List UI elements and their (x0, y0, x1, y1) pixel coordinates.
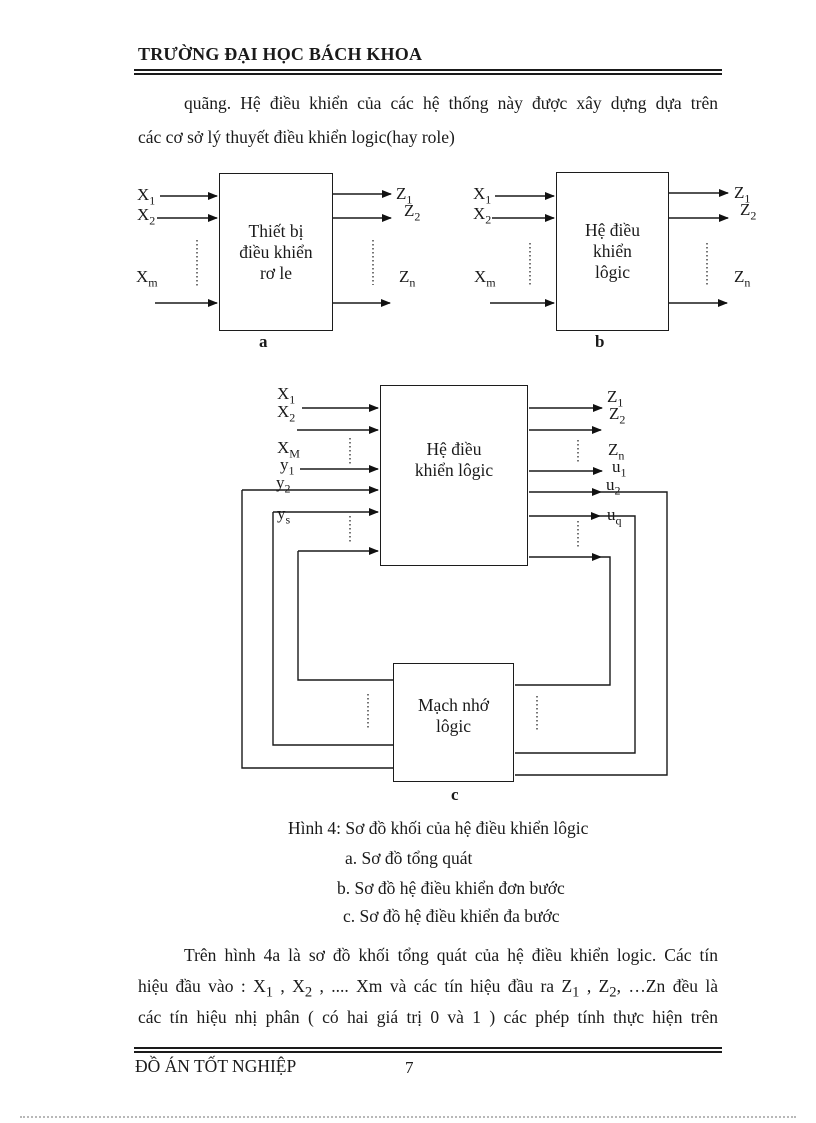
signal-label-z1: Z1 (396, 184, 413, 207)
box-text-line: Mạch nhớ (418, 694, 489, 715)
signal-label-z1: Z1 (734, 183, 751, 206)
box-text-line: Hệ điều (426, 438, 482, 459)
signal-label-xm: Xm (136, 267, 158, 290)
signal-label-zn: Zn (608, 440, 625, 463)
footer-label: ĐỒ ÁN TỐT NGHIỆP (135, 1056, 297, 1076)
signal-label-zn: Zn (734, 267, 751, 290)
signal-label-xm: Xm (474, 267, 496, 290)
signal-label-xM: XM (277, 438, 300, 461)
signal-label-y1: y1 (280, 455, 295, 478)
logic-controller-box: Hệ điều khiển lôgic (556, 172, 669, 331)
box-text-line: Thiết bị (248, 220, 304, 241)
box-text-line: khiển (593, 241, 632, 261)
intro-line-2: các cơ sở lý thuyết điều khiển logic(hay… (138, 127, 455, 147)
subfigure-label-c: c (451, 785, 459, 804)
box-text-line: khiển lôgic (414, 459, 494, 480)
signal-label-zn: Zn (399, 267, 416, 290)
box-text-line: lôgic (436, 715, 471, 736)
signal-label-x2: X2 (473, 204, 492, 227)
logic-memory-box: Mạch nhớ lôgic (393, 663, 514, 782)
signal-label-ys: ys (277, 504, 291, 527)
header-rule (134, 69, 722, 75)
page-header-title: TRƯỜNG ĐẠI HỌC BÁCH KHOA (138, 44, 423, 64)
box-text-line: rơ le (259, 262, 293, 283)
subfigure-label-a: a (259, 332, 268, 351)
signal-label-uq: uq (607, 505, 622, 528)
figure-caption-item-b: b. Sơ đồ hệ điều khiển đơn bước (337, 878, 565, 898)
body-line-2: hiệu đầu vào : X1 , X2 , .... Xm và các … (138, 976, 718, 1001)
box-text-line: Hệ điều (585, 220, 640, 240)
box-text-line: lôgic (595, 262, 630, 282)
figure-caption-item-c: c. Sơ đồ hệ điều khiển đa bước (343, 906, 560, 926)
intro-line-1: quãng. Hệ điều khiển của các hệ thống nà… (184, 93, 718, 113)
signal-label-y2: y2 (276, 473, 291, 496)
signal-label-z2: Z2 (740, 200, 757, 223)
body-line-3: các tín hiệu nhị phân ( có hai giá trị 0… (138, 1007, 718, 1027)
page-bottom-dotted-rule (20, 1116, 796, 1118)
signal-label-z2: Z2 (609, 404, 626, 427)
footer-rule (134, 1047, 722, 1053)
relay-controller-box: Thiết bị điều khiển rơ le (219, 173, 333, 331)
signal-label-x1: X1 (473, 184, 492, 207)
signal-label-x1: X1 (277, 384, 296, 407)
figure-caption-item-a: a. Sơ đồ tổng quát (345, 848, 473, 868)
page-number: 7 (405, 1058, 414, 1077)
signal-label-x2: X2 (137, 205, 156, 228)
signal-label-z2: Z2 (404, 201, 421, 224)
signal-label-x1: X1 (137, 185, 156, 208)
signal-label-x2: X2 (277, 402, 296, 425)
logic-controller-box-c: Hệ điều khiển lôgic (380, 385, 528, 566)
signal-label-u1: u1 (612, 457, 627, 480)
box-text-line: điều khiển (239, 241, 313, 262)
signal-label-z1: Z1 (607, 387, 624, 410)
signal-label-u2: u2 (606, 475, 621, 498)
figure-caption-title: Hình 4: Sơ đồ khối của hệ điều khiển lôg… (288, 818, 589, 838)
body-line-1: Trên hình 4a là sơ đồ khối tổng quát của… (184, 945, 718, 965)
subfigure-label-b: b (595, 332, 605, 351)
